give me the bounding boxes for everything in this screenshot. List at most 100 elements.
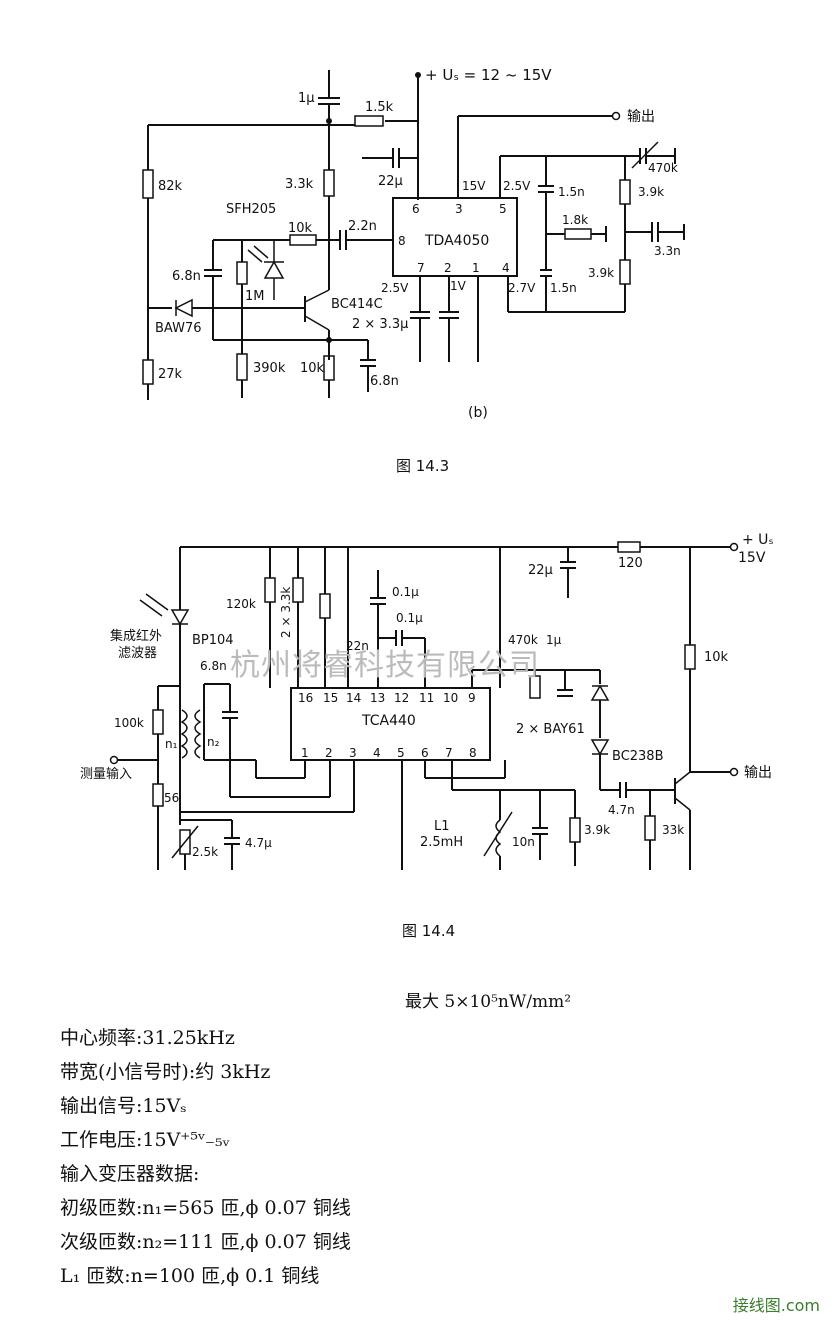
r-56-label: 56 <box>164 791 179 805</box>
r-10k-label-fig4: 10k <box>704 650 729 665</box>
c-3.3n-label: 3.3n <box>654 244 681 258</box>
c-1u-label: 1μ <box>298 91 315 106</box>
r-33k-label: 33k <box>662 823 684 837</box>
spec-operating-voltage: 工作电压:15V⁺⁵ᵛ₋₅ᵥ <box>60 1129 230 1151</box>
tda4050-ic <box>392 197 518 277</box>
pin-3: 3 <box>349 746 357 760</box>
r-470k-label: 470k <box>648 161 678 175</box>
pin-5: 5 <box>397 746 405 760</box>
pin-4: 4 <box>373 746 381 760</box>
output-label-fig3: 输出 <box>627 109 655 125</box>
diode-bay61-icon <box>590 684 610 701</box>
c-6.8n-bottom-label: 6.8n <box>370 374 399 389</box>
circuit-diagram-tda4050: + Uₛ = 12 ~ 15V 1μ 1.5k 22μ 82k 27k 3.3k… <box>142 66 685 421</box>
spec-secondary-turns: 次级匝数:n₂=111 匝,ϕ 0.07 铜线 <box>60 1231 351 1253</box>
c-2.2n-label: 2.2n <box>348 219 377 234</box>
pin-2: 2 <box>444 261 452 275</box>
pin-15: 15 <box>323 691 338 705</box>
pin-10: 10 <box>443 691 458 705</box>
voltage-1v: 1V <box>450 279 467 293</box>
filter-label-2: 滤波器 <box>118 646 157 661</box>
sfh205-label: SFH205 <box>226 202 276 217</box>
pin-2: 2 <box>325 746 333 760</box>
c-6.8n-label-fig4: 6.8n <box>200 659 227 673</box>
r-27k-label: 27k <box>158 367 183 382</box>
pin-16: 16 <box>298 691 313 705</box>
c-0.1u-2-label: 0.1μ <box>396 611 423 625</box>
r-10k-label: 10k <box>288 221 313 236</box>
watermark: 杭州将睿科技有限公司 <box>230 648 540 683</box>
voltage-2.5v: 2.5V <box>503 179 531 193</box>
r-3.9k-label-fig4: 3.9k <box>584 823 610 837</box>
r-82k-label: 82k <box>158 179 183 194</box>
tda4050-label: TDA4050 <box>424 233 489 249</box>
r-1.5k-label: 1.5k <box>365 100 394 115</box>
c-4.7u-label: 4.7μ <box>245 836 272 850</box>
spec-l1-turns: L₁ 匝数:n=100 匝,ϕ 0.1 铜线 <box>60 1265 320 1287</box>
c-22n-label: 22n <box>346 639 369 653</box>
c-1.5n-2-label: 1.5n <box>550 281 577 295</box>
photodiode-icon <box>263 260 285 279</box>
pin-11: 11 <box>419 691 434 705</box>
photodiode-bp104-icon <box>170 609 190 626</box>
baw76-label: BAW76 <box>155 321 202 336</box>
circuit-diagram-tca440: 120 + Uₛ 15V 22μ 集成红外 滤波器 BP104 120k 2 ×… <box>80 532 774 870</box>
bay61-label: 2 × BAY61 <box>516 722 585 737</box>
bp104-label: BP104 <box>192 633 234 648</box>
diode-icon <box>174 298 193 318</box>
subfig-b-label: (b) <box>468 405 488 421</box>
transformer-primary-icon <box>180 709 188 759</box>
pin-6: 6 <box>412 202 420 216</box>
site-logo: 接线图.com <box>733 1292 820 1316</box>
r-390k-label: 390k <box>253 361 286 376</box>
c-0.1u-label: 0.1μ <box>392 585 419 599</box>
r-120-label: 120 <box>618 556 643 571</box>
c-6.8n-label: 6.8n <box>172 269 201 284</box>
supply-label: + Uₛ = 12 ~ 15V <box>425 66 552 84</box>
pin-1: 1 <box>301 746 309 760</box>
input-label: 测量输入 <box>80 766 132 782</box>
diode-bay61-2-icon <box>590 739 610 756</box>
n1-label: n₁ <box>165 737 178 751</box>
r-1.8k-label: 1.8k <box>562 213 588 227</box>
inductor-l1-icon <box>495 819 502 857</box>
pin-3: 3 <box>455 202 463 216</box>
voltage-2.5v-pin7: 2.5V <box>381 281 409 295</box>
r-10k-bottom-label: 10k <box>300 361 325 376</box>
r-3.9k-label: 3.9k <box>638 185 664 199</box>
pin-12: 12 <box>394 691 409 705</box>
spec-bandwidth: 带宽(小信号时):约 3kHz <box>60 1061 271 1083</box>
c-10n-label: 10n <box>512 835 535 849</box>
pin-7: 7 <box>445 746 453 760</box>
c-1.5n-label: 1.5n <box>558 185 585 199</box>
supply-voltage-fig4: 15V <box>738 550 766 566</box>
pin-14: 14 <box>346 691 361 705</box>
r-2x3.3k-label: 2 × 3.3k <box>279 587 293 638</box>
filter-label-1: 集成红外 <box>110 628 162 644</box>
l1-value-label: 2.5mH <box>420 835 463 850</box>
bc414c-label: BC414C <box>331 297 383 312</box>
spec-output-signal: 输出信号:15Vₛ <box>60 1095 187 1117</box>
r-2.5k-label: 2.5k <box>192 845 218 859</box>
r-1m-label: 1M <box>245 289 265 304</box>
voltage-15v: 15V <box>462 179 486 193</box>
r-3.3k-label: 3.3k <box>285 177 314 192</box>
spec-transformer-heading: 输入变压器数据: <box>60 1163 200 1185</box>
pin-1: 1 <box>472 261 480 275</box>
r-100k-label: 100k <box>114 716 144 730</box>
spec-center-frequency: 中心频率:31.25kHz <box>60 1027 235 1049</box>
pin-8: 8 <box>469 746 477 760</box>
pin-8: 8 <box>398 234 406 248</box>
r-120k-label: 120k <box>226 597 256 611</box>
pin-7: 7 <box>417 261 425 275</box>
spec-primary-turns: 初级匝数:n₁=565 匝,ϕ 0.07 铜线 <box>60 1197 351 1219</box>
tca440-ic <box>290 687 491 761</box>
pin-9: 9 <box>468 691 476 705</box>
supply-label-fig4: + Uₛ <box>742 532 774 548</box>
pin-6: 6 <box>421 746 429 760</box>
c-1u-label-fig4: 1μ <box>546 633 562 647</box>
c-22u-label-fig4: 22μ <box>528 563 553 578</box>
c-22u-label: 22μ <box>378 174 403 189</box>
pin-4: 4 <box>502 261 510 275</box>
